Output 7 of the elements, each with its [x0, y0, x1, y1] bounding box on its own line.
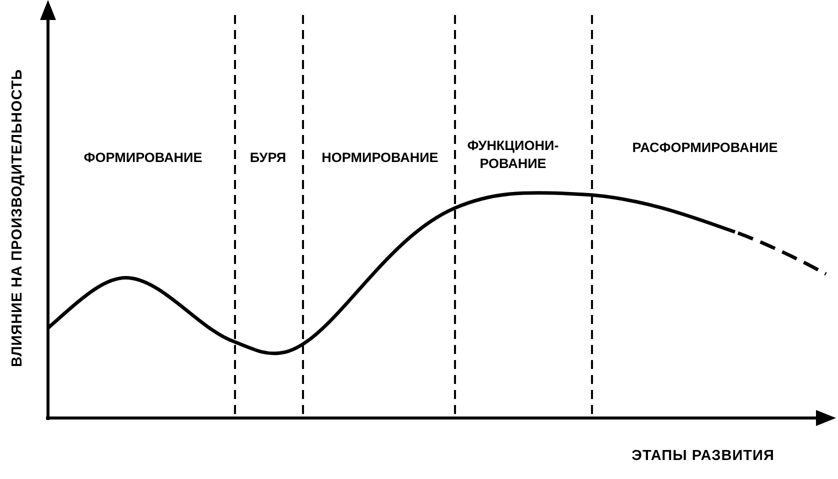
stage-label: ФУНКЦИОНИ- РОВАНИЕ — [466, 137, 560, 172]
axis-title: ВЛИЯНИЕ НА ПРОИЗВОДИТЕЛЬНОСТЬ — [8, 68, 27, 368]
axis-title: ЭТАПЫ РАЗВИТИЯ — [632, 447, 774, 466]
stage-label: РАСФОРМИРОВАНИЕ — [632, 139, 778, 157]
stage-label: ФОРМИРОВАНИЕ — [84, 149, 202, 167]
stage-label: НОРМИРОВАНИЕ — [322, 149, 438, 167]
stage-label: БУРЯ — [250, 149, 286, 167]
